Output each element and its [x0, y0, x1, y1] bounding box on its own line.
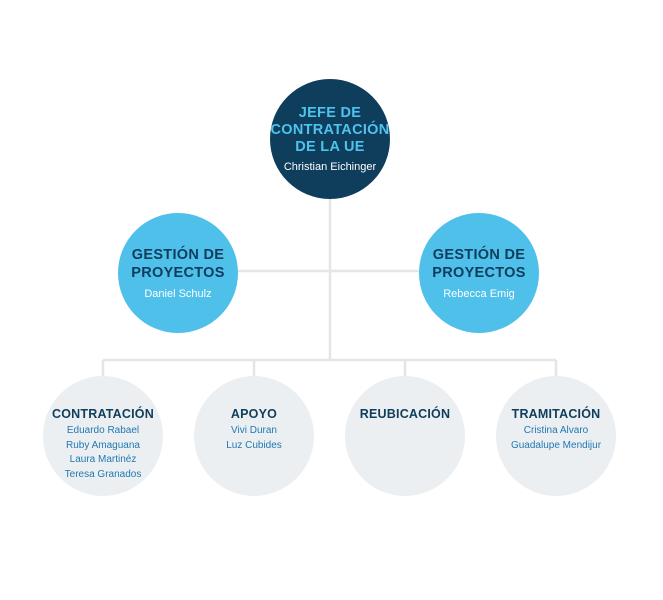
member-list: Vivi Duran Luz Cubides	[226, 424, 282, 453]
node-title: REUBICACIÓN	[359, 407, 451, 421]
title-line: CONTRATACIÓN	[270, 122, 390, 138]
node-relocation: REUBICACIÓN	[345, 376, 465, 496]
node-title: CONTRATACIÓN	[52, 407, 154, 421]
member-list: Eduardo Rabael Ruby Amaguana Laura Marti…	[65, 424, 142, 482]
node-title: APOYO	[230, 407, 278, 421]
person-name: Cristina Alvaro	[523, 425, 589, 436]
title-line: PROYECTOS	[131, 265, 225, 281]
node-title: JEFE DE CONTRATACIÓN DE LA UE	[270, 105, 389, 156]
person-name: Rebecca Emig	[443, 288, 515, 300]
person-name: Vivi Duran	[231, 425, 277, 436]
member-list: Cristina Alvaro Guadalupe Mendijur	[511, 424, 601, 453]
person-name: Ruby Amaguana	[66, 439, 140, 451]
node-title: GESTIÓN DE PROYECTOS	[432, 246, 525, 282]
title-line: GESTIÓN DE	[131, 247, 225, 263]
node-title: TRAMITACIÓN	[511, 407, 601, 421]
person-name: Teresa Granados	[64, 468, 142, 480]
person-name: Luz Cubides	[226, 439, 282, 451]
title-line: JEFE DE	[298, 105, 362, 121]
node-processing: TRAMITACIÓN Cristina Alvaro Guadalupe Me…	[496, 376, 616, 496]
person-name: Laura Martinéz	[69, 454, 137, 465]
title-line: DE LA UE	[295, 139, 365, 155]
node-support: APOYO Vivi Duran Luz Cubides	[194, 376, 314, 496]
person-name: Daniel Schulz	[144, 288, 212, 300]
title-line: PROYECTOS	[432, 265, 526, 281]
node-project-management-right: GESTIÓN DE PROYECTOS Rebecca Emig	[419, 213, 539, 333]
node-head-of-procurement: JEFE DE CONTRATACIÓN DE LA UE Christian …	[270, 79, 390, 199]
person-name: Guadalupe Mendijur	[510, 439, 602, 451]
title-line: GESTIÓN DE	[432, 247, 526, 263]
person-name: Eduardo Rabael	[66, 425, 140, 436]
node-project-management-left: GESTIÓN DE PROYECTOS Daniel Schulz	[118, 213, 238, 333]
node-title: GESTIÓN DE PROYECTOS	[131, 246, 224, 282]
node-contracting: CONTRATACIÓN Eduardo Rabael Ruby Amaguan…	[43, 376, 163, 496]
person-name: Christian Eichinger	[283, 161, 377, 173]
